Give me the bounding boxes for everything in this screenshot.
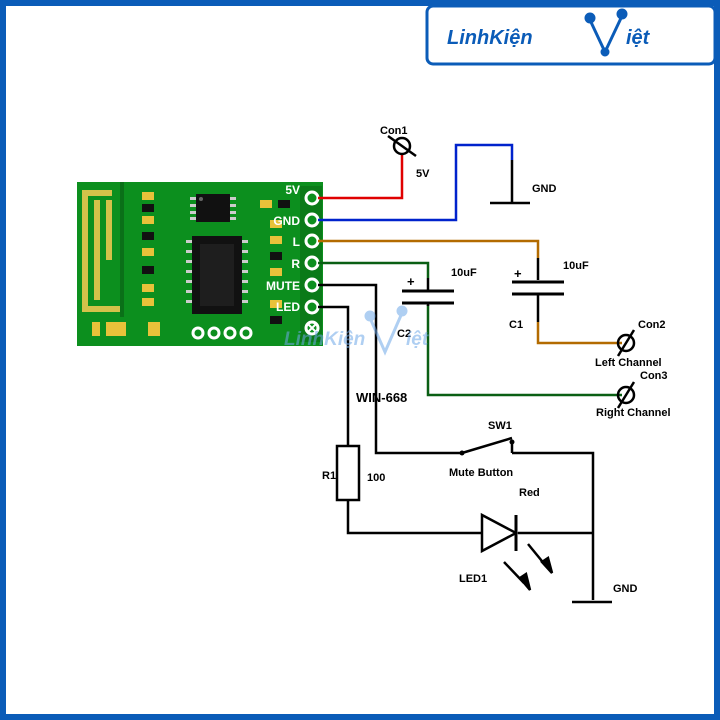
pin-5v-pad — [304, 190, 320, 206]
win668-module: 5V GND L R MUTE LED — [77, 182, 323, 346]
watermark-v-icon — [364, 305, 408, 356]
pin-label-led: LED — [276, 300, 300, 314]
con3-label: Con3 — [640, 370, 668, 382]
c2-polarity: + — [407, 274, 415, 289]
sw1-switch: SW1 Mute Button — [449, 420, 515, 479]
gnd-bottom-symbol: GND — [572, 583, 638, 604]
c2-value: 10uF — [451, 267, 477, 279]
pin-label-5v: 5V — [285, 183, 300, 197]
pin-label-l: L — [293, 235, 300, 249]
led1-label: LED1 — [459, 573, 487, 585]
sw1-desc: Mute Button — [449, 467, 513, 479]
bottom-pads — [191, 326, 253, 340]
logo-v-icon — [584, 8, 628, 57]
pin-led-pad — [304, 299, 320, 315]
pin-mute-pad — [304, 277, 320, 293]
antenna-trace — [82, 190, 122, 312]
c2-capacitor: + 10uF C2 — [397, 267, 477, 340]
pin-r-pad — [304, 255, 320, 271]
con1-label: Con1 — [380, 125, 408, 137]
wire-gnd — [318, 143, 514, 222]
pin-label-gnd: GND — [273, 214, 300, 228]
c1-value: 10uF — [563, 260, 589, 272]
pin-label-mute: MUTE — [266, 279, 300, 293]
wire-sw-gnd — [512, 451, 595, 600]
small-ic — [190, 194, 236, 222]
pin-header — [300, 186, 322, 342]
wire-r1-led — [346, 500, 482, 535]
con3-connector: Con3 Right Channel — [596, 370, 671, 419]
c1-label: C1 — [509, 319, 523, 331]
wire-right-out — [426, 305, 622, 397]
con1-value: 5V — [416, 168, 430, 180]
pin-l-pad — [304, 233, 320, 249]
con2-desc: Left Channel — [595, 357, 662, 369]
r1-resistor: R1 100 — [322, 444, 385, 502]
led1-diode: Red LED1 — [459, 487, 554, 591]
watermark: LinhKiện iệt — [284, 305, 429, 356]
r1-value: 100 — [367, 472, 385, 484]
watermark-text-suffix: iệt — [406, 329, 429, 350]
large-ic — [186, 236, 248, 314]
gnd-top-symbol: GND — [490, 160, 557, 205]
wire-mute — [318, 283, 460, 455]
led1-color: Red — [519, 487, 540, 499]
logo-text: LinhKiện — [447, 27, 533, 49]
light-emission-arrows — [503, 543, 554, 591]
r1-label: R1 — [322, 470, 336, 482]
module-name-label: WIN-668 — [356, 390, 407, 405]
gnd-bottom-label: GND — [613, 583, 638, 595]
c1-polarity: + — [514, 266, 522, 281]
con2-connector: Con2 Left Channel — [595, 319, 666, 369]
pin-gnd-pad — [304, 212, 320, 228]
con2-label: Con2 — [638, 319, 666, 331]
logo-text-suffix: iệt — [626, 27, 651, 49]
watermark-text: LinhKiện — [284, 329, 365, 350]
c2-label: C2 — [397, 328, 411, 340]
c1-capacitor: + 10uF C1 — [509, 258, 589, 331]
pin-label-r: R — [291, 257, 300, 271]
wire-left — [318, 239, 540, 258]
brand-logo: LinhKiện iệt — [425, 4, 717, 66]
wire-led — [318, 305, 350, 446]
wire-right — [318, 261, 430, 278]
smd-parts — [92, 192, 290, 336]
con3-desc: Right Channel — [596, 407, 671, 419]
wires — [318, 143, 622, 600]
wire-5v — [318, 155, 404, 200]
con1-connector: Con1 5V — [380, 125, 430, 180]
sw1-label: SW1 — [488, 420, 512, 432]
wire-left-out — [536, 322, 622, 345]
gnd-top-label: GND — [532, 183, 557, 195]
